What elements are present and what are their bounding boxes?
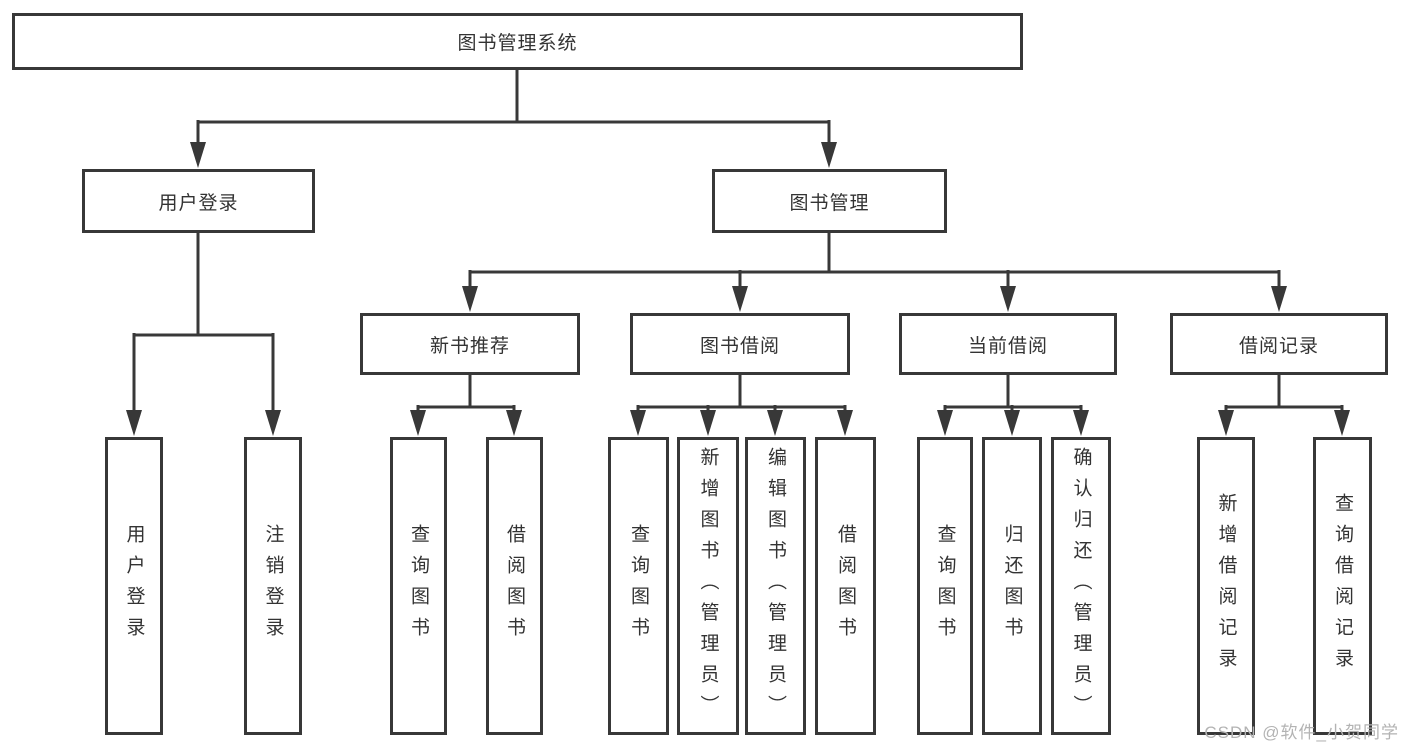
- arrow-down-icon: [937, 410, 953, 436]
- node-user-login: 用户登录: [82, 169, 315, 233]
- arrow-down-icon: [767, 410, 783, 436]
- node-current-borrowing: 当前借阅: [899, 313, 1117, 375]
- leaf-current-return-book: 归还图书: [982, 437, 1042, 735]
- leaf-borrowing-query-books: 查询图书: [608, 437, 669, 735]
- connector-root-to-level1: [190, 70, 837, 168]
- leaf-current-query-books: 查询图书: [917, 437, 973, 735]
- connector-book-management-to-level2: [462, 233, 1287, 312]
- node-book-borrowing: 图书借阅: [630, 313, 850, 375]
- arrow-down-icon: [700, 410, 716, 436]
- leaf-borrowing-add-book-admin: 新增图书（管理员）: [677, 437, 739, 735]
- arrow-down-icon: [821, 142, 837, 168]
- connector-recommend-to-leaves: [410, 375, 522, 436]
- arrow-down-icon: [462, 286, 478, 312]
- leaf-borrowing-edit-book-admin: 编辑图书（管理员）: [745, 437, 806, 735]
- arrow-down-icon: [630, 410, 646, 436]
- watermark: CSDN @软件_小贺同学: [1204, 723, 1399, 742]
- leaf-logout-login: 注销登录: [244, 437, 302, 735]
- leaf-user-login: 用户登录: [105, 437, 163, 735]
- leaf-borrowing-borrow-books: 借阅图书: [815, 437, 876, 735]
- arrow-down-icon: [1000, 286, 1016, 312]
- leaf-records-add-record: 新增借阅记录: [1197, 437, 1255, 735]
- connector-current-to-leaves: [937, 375, 1089, 436]
- arrow-down-icon: [410, 410, 426, 436]
- arrow-down-icon: [1004, 410, 1020, 436]
- node-book-management: 图书管理: [712, 169, 947, 233]
- arrow-down-icon: [190, 142, 206, 168]
- connector-user-login-to-leaves: [126, 233, 281, 436]
- connector-records-to-leaves: [1218, 375, 1350, 436]
- arrow-down-icon: [265, 410, 281, 436]
- arrow-down-icon: [1334, 410, 1350, 436]
- arrow-down-icon: [837, 410, 853, 436]
- node-borrowing-records: 借阅记录: [1170, 313, 1388, 375]
- arrow-down-icon: [506, 410, 522, 436]
- leaf-records-query-record: 查询借阅记录: [1313, 437, 1372, 735]
- arrow-down-icon: [1218, 410, 1234, 436]
- connector-borrowing-to-leaves: [630, 375, 853, 436]
- arrow-down-icon: [1073, 410, 1089, 436]
- node-new-book-recommendation: 新书推荐: [360, 313, 580, 375]
- arrow-down-icon: [732, 286, 748, 312]
- leaf-recommend-borrow-books: 借阅图书: [486, 437, 543, 735]
- arrow-down-icon: [126, 410, 142, 436]
- arrow-down-icon: [1271, 286, 1287, 312]
- leaf-recommend-query-books: 查询图书: [390, 437, 447, 735]
- node-library-system-root: 图书管理系统: [12, 13, 1023, 70]
- leaf-current-confirm-return-admin: 确认归还（管理员）: [1051, 437, 1111, 735]
